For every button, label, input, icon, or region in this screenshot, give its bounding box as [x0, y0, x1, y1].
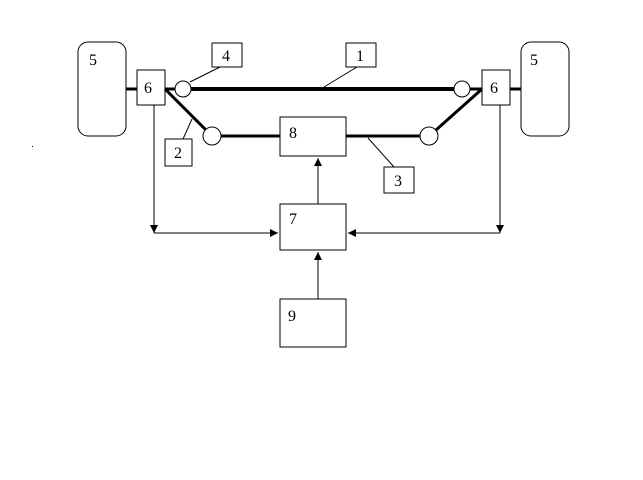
callout-1-label: 1 [356, 48, 364, 65]
sensor-right-label: 6 [490, 80, 498, 97]
joint-lower-right [419, 126, 439, 146]
callout-4-label: 4 [222, 48, 230, 65]
sensor-right: 6 [481, 69, 511, 106]
callout-3-label: 3 [394, 173, 402, 190]
joint-upper-right [453, 80, 471, 98]
callout-2-leader [182, 118, 193, 140]
callout-4-leader [189, 66, 221, 83]
wheel-left: 5 [77, 41, 127, 137]
sensor-left-label: 6 [144, 80, 152, 97]
sensor-left: 6 [136, 69, 166, 106]
callout-2-label: 2 [174, 145, 182, 162]
callout-1-leader [323, 66, 358, 88]
unit-7: 7 [279, 203, 347, 251]
callout-4: 4 [189, 42, 243, 83]
unit-7-label: 7 [289, 211, 297, 228]
stray-dot [32, 146, 33, 147]
wheel-left-label: 5 [89, 52, 97, 69]
callout-1: 1 [323, 42, 377, 88]
wheel-right-label: 5 [530, 52, 538, 69]
lower-arm-left [163, 87, 208, 132]
callout-3: 3 [367, 137, 415, 194]
callout-2: 2 [164, 118, 193, 167]
unit-8-label: 8 [289, 125, 297, 142]
unit-9-label: 9 [288, 308, 296, 325]
joint-upper-left [174, 80, 192, 98]
unit-9: 9 [279, 298, 347, 348]
joint-lower-left [202, 126, 222, 146]
callout-3-leader [367, 137, 395, 168]
unit-8: 8 [279, 116, 347, 157]
lower-arm-right [435, 87, 483, 132]
wheel-right: 5 [520, 41, 570, 137]
